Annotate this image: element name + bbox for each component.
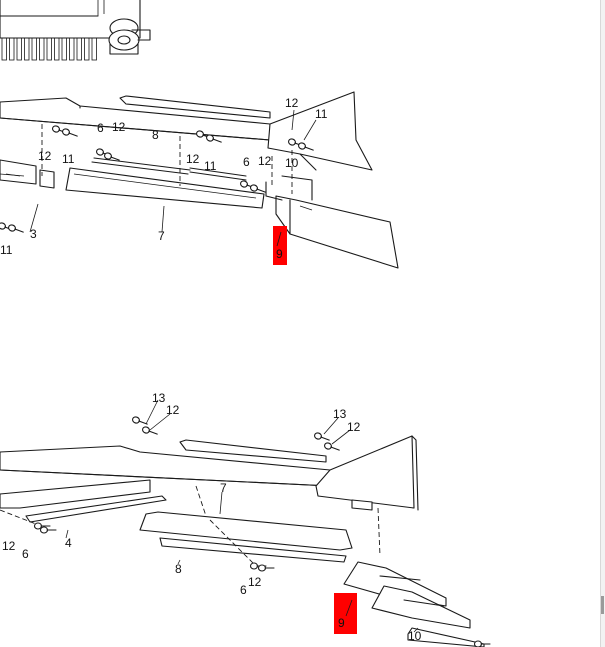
- drum-rib: [31, 37, 37, 61]
- bolt-hardware: [39, 526, 57, 534]
- upper-callout-11[interactable]: 11: [62, 152, 75, 166]
- drum-rib: [84, 37, 90, 61]
- drum-rib: [1, 37, 7, 61]
- drum-rib: [76, 37, 82, 61]
- bolt-hardware: [104, 152, 120, 161]
- callout-9-upper[interactable]: 9: [276, 247, 283, 261]
- lower-callout-13[interactable]: 13: [333, 407, 347, 421]
- highlight-marker-lower[interactable]: [334, 593, 357, 634]
- upper-assembly: [0, 91, 399, 269]
- upper-callout-11[interactable]: 11: [0, 243, 13, 257]
- bolt-hardware: [8, 224, 24, 233]
- upper-callout-12[interactable]: 12: [38, 149, 52, 163]
- bolt-hardware: [250, 184, 266, 193]
- highlight-marker-upper[interactable]: [273, 226, 287, 265]
- upper-callout-10[interactable]: 10: [285, 156, 299, 170]
- bolt-hardware: [314, 432, 330, 441]
- bolt-hardware: [298, 142, 314, 151]
- lower-callout-6[interactable]: 6: [22, 547, 29, 561]
- upper-callout-12[interactable]: 12: [112, 120, 126, 134]
- scrollbar-track[interactable]: [600, 0, 605, 647]
- upper-callout-6[interactable]: 6: [243, 155, 250, 169]
- bolt-hardware: [132, 416, 148, 425]
- scrollbar-thumb[interactable]: [601, 596, 604, 614]
- bolt-hardware: [142, 426, 158, 435]
- drum-rib: [39, 37, 45, 61]
- lower-callout-12[interactable]: 12: [166, 403, 180, 417]
- drum-rib: [54, 37, 60, 61]
- upper-callout-12[interactable]: 12: [186, 152, 200, 166]
- highlight-callout-lower[interactable]: 9: [334, 593, 357, 634]
- lower-callout-10[interactable]: 10: [408, 629, 422, 643]
- lower-callout-12[interactable]: 12: [2, 539, 16, 553]
- drum-rib: [61, 37, 67, 61]
- highlight-callout-upper[interactable]: 9: [273, 226, 287, 265]
- lower-callout-12[interactable]: 12: [248, 575, 262, 589]
- drum-rib: [9, 37, 15, 61]
- upper-callout-6[interactable]: 6: [97, 121, 104, 135]
- lower-assembly: [0, 399, 491, 647]
- upper-callout-3[interactable]: 3: [30, 227, 37, 241]
- bolt-hardware: [473, 640, 491, 647]
- bolt-hardware: [206, 134, 222, 143]
- lower-callout-6[interactable]: 6: [240, 583, 247, 597]
- drum-rib: [69, 37, 75, 61]
- callout-9-lower[interactable]: 9: [338, 616, 345, 630]
- upper-callout-11[interactable]: 11: [204, 159, 217, 173]
- bolt-hardware: [257, 564, 275, 572]
- upper-callout-8[interactable]: 8: [152, 128, 159, 142]
- lower-callout-13[interactable]: 13: [152, 391, 166, 405]
- bolt-hardware: [324, 442, 340, 451]
- bolt-hardware: [33, 522, 51, 530]
- lower-callout-7[interactable]: 7: [220, 481, 227, 495]
- drum-rib: [91, 37, 97, 61]
- upper-callout-12[interactable]: 12: [285, 96, 299, 110]
- upper-callout-7[interactable]: 7: [158, 229, 165, 243]
- top-fragment-drum: [0, 0, 151, 61]
- upper-callout-12[interactable]: 12: [258, 154, 272, 168]
- lower-callout-8[interactable]: 8: [175, 562, 182, 576]
- lower-callout-4[interactable]: 4: [65, 536, 72, 550]
- lower-callout-12[interactable]: 12: [347, 420, 361, 434]
- bolt-hardware: [62, 128, 78, 137]
- drum-rib: [16, 37, 22, 61]
- upper-callout-11[interactable]: 11: [315, 107, 328, 121]
- drum-rib: [46, 37, 52, 61]
- drum-rib: [24, 37, 30, 61]
